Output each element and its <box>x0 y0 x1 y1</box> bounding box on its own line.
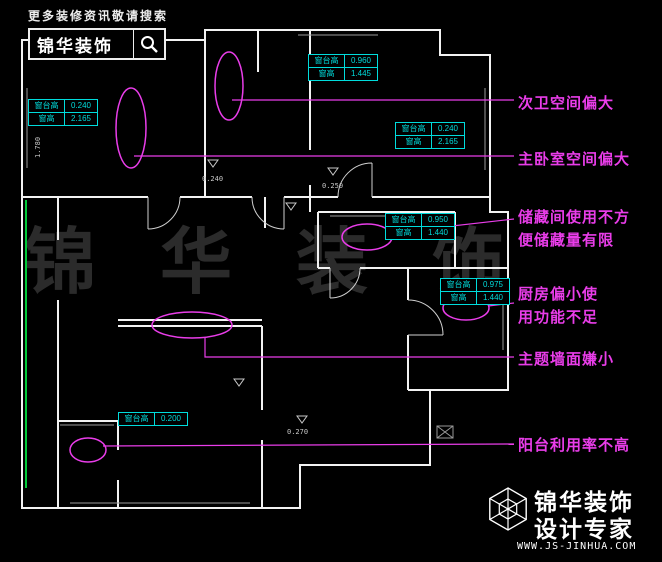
dim-label: 窗台高 <box>446 280 471 289</box>
annotation-line: 便储藏量有限 <box>518 232 615 249</box>
dim-label: 窗高 <box>309 67 344 80</box>
dim-label: 窗高 <box>386 226 421 239</box>
level-marker-triangles <box>207 159 339 424</box>
outer-walls <box>21 29 509 509</box>
window-dim-storage: 窗台高 0.950 窗高 1.440 <box>385 213 455 240</box>
level-value: 0.240 <box>202 175 223 183</box>
dim-label: 窗高 <box>29 112 64 125</box>
search-brand-text: 锦华装饰 <box>37 36 113 56</box>
dim-value: 2.165 <box>64 112 97 125</box>
dim-value: 0.950 <box>421 214 454 226</box>
dim-label: 窗高 <box>396 135 431 148</box>
window-dim-top: 窗台高 0.960 窗高 1.445 <box>308 54 378 81</box>
dim-label: 窗高 <box>441 291 476 304</box>
annotation-theme-wall: 主题墙面嫌小 <box>518 351 615 368</box>
dim-value: 1.445 <box>344 67 377 80</box>
dim-value: 0.200 <box>154 413 187 425</box>
dim-label: 窗台高 <box>124 414 149 423</box>
level-value: 0.250 <box>322 182 343 190</box>
footer-brand-name: 锦华装饰 <box>534 489 634 515</box>
door-arcs <box>147 162 444 336</box>
highlight-secondary-bath <box>214 51 244 121</box>
annotation-master-bedroom: 主卧室空间偏大 <box>518 151 631 168</box>
level-value: 1.780 <box>34 137 42 158</box>
highlight-master-bedroom <box>115 87 147 169</box>
dim-value: 0.240 <box>64 100 97 112</box>
annotation-balcony: 阳台利用率不高 <box>518 437 631 454</box>
annotation-line: 储藏间使用不方 <box>518 209 631 226</box>
search-box: 锦华装饰 <box>28 28 166 60</box>
dim-value: 0.975 <box>476 279 509 291</box>
dim-label: 窗台高 <box>401 124 426 133</box>
window-dim-kitchen: 窗台高 0.975 窗高 1.440 <box>440 278 510 305</box>
window-dim-master: 窗台高 0.240 窗高 2.165 <box>395 122 465 149</box>
jinhua-logo-icon <box>486 486 530 537</box>
highlight-ellipses <box>69 51 490 463</box>
dim-value: 0.960 <box>344 55 377 67</box>
dim-label: 窗台高 <box>314 56 339 65</box>
dim-value: 1.440 <box>476 291 509 304</box>
annotation-storage: 储藏间使用不方 便储藏量有限 <box>518 206 630 252</box>
dim-value: 1.440 <box>421 226 454 239</box>
dim-label: 窗台高 <box>34 101 59 110</box>
annotation-secondary-bath: 次卫空间偏大 <box>518 95 615 112</box>
footer-website: WWW.JS-JINHUA.COM <box>517 541 637 552</box>
search-box-divider <box>133 30 134 58</box>
leader-lines <box>102 99 515 447</box>
search-icon <box>134 35 164 54</box>
window-dim-balcony: 窗台高 0.200 <box>118 412 188 426</box>
annotation-line: 厨房偏小使 <box>518 286 599 303</box>
window-dim-left: 窗台高 0.240 窗高 2.165 <box>28 99 98 126</box>
dim-label: 窗台高 <box>391 215 416 224</box>
highlight-theme-wall <box>151 311 233 339</box>
dim-value: 2.165 <box>431 135 464 148</box>
level-value: 0.270 <box>287 428 308 436</box>
dim-value: 0.240 <box>431 123 464 135</box>
annotation-line: 用功能不足 <box>518 309 599 326</box>
column-hatch-symbol <box>436 425 454 439</box>
highlight-balcony <box>69 437 107 463</box>
interior-walls <box>22 30 508 508</box>
footer-brand-subtitle: 设计专家 <box>534 516 634 542</box>
level-values: 0.240 0.250 0.270 1.780 <box>34 137 343 436</box>
annotation-kitchen: 厨房偏小使 用功能不足 <box>518 283 598 329</box>
search-tagline: 更多装修资讯敬请搜索 <box>28 9 169 23</box>
